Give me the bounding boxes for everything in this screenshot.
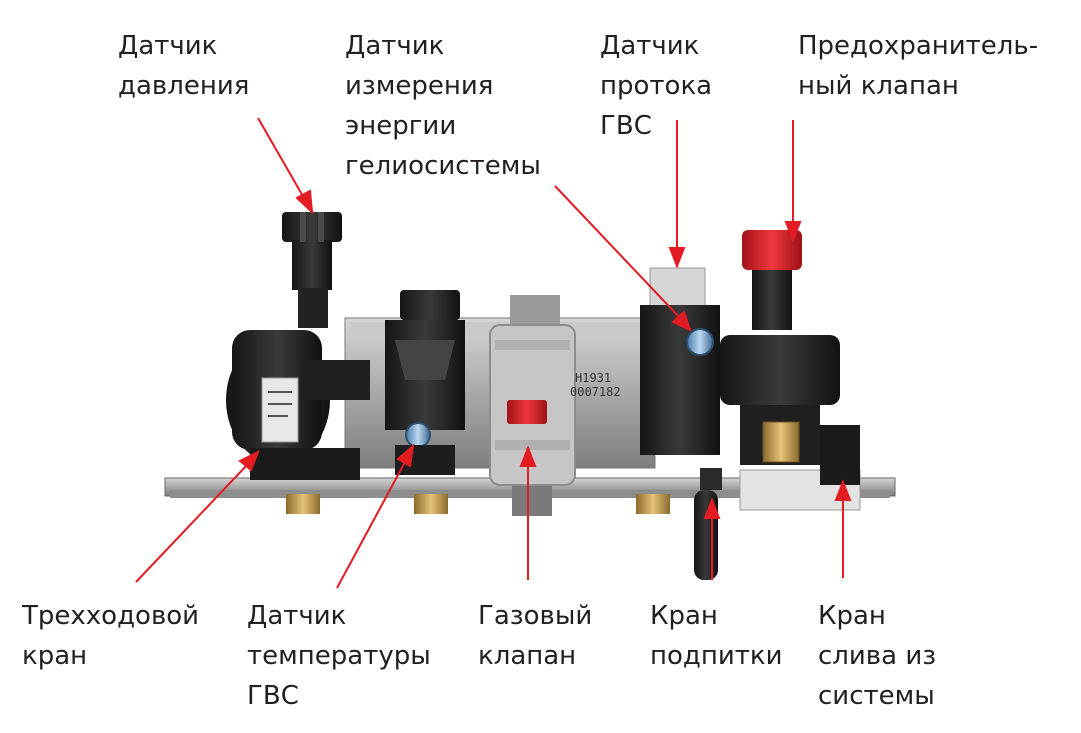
pressure-sensor: [282, 212, 342, 328]
gas-valve-code: H1931: [575, 371, 611, 385]
annotation-arrows: [135, 117, 852, 589]
arrow-safety-valve: [784, 120, 802, 243]
label-pressure-sensor: Датчик давления: [118, 31, 250, 101]
arrow-fill-tap: [703, 497, 721, 580]
label-solar-energy-sensor: Датчик измерения энергии гелиосистемы: [345, 31, 541, 181]
label-dhw-temp-sensor: Датчик температуры ГВС: [247, 601, 431, 711]
gas-valve-code2: 0007182: [570, 385, 621, 399]
safety-valve: [742, 230, 802, 330]
dhw-temp-sensor-block: [385, 290, 465, 475]
label-safety-valve: Предохранитель- ный клапан: [798, 31, 1039, 101]
label-drain-tap: Кран слива из системы: [818, 601, 937, 711]
label-dhw-flow-sensor: Датчик протока ГВС: [600, 31, 713, 141]
label-fill-tap: Кран подпитки: [650, 601, 783, 671]
label-gas-valve: Газовый клапан: [478, 601, 593, 671]
label-three-way-valve: Трехходовой кран: [22, 601, 200, 671]
dhw-flow-sensor-group: [640, 267, 861, 511]
arrow-solar-sensor: [554, 185, 692, 332]
arrow-dhw-temp-sensor: [336, 443, 415, 589]
arrow-dhw-flow-sensor: [668, 120, 686, 269]
arrow-three-way-valve: [135, 449, 260, 583]
three-way-valve-motor: [226, 330, 370, 480]
arrow-gas-valve: [519, 445, 537, 580]
gas-valve: H1931 0007182: [489, 295, 621, 516]
arrow-drain-tap: [834, 479, 852, 578]
arrow-pressure-sensor: [257, 117, 314, 215]
brass-fittings: [286, 494, 670, 514]
